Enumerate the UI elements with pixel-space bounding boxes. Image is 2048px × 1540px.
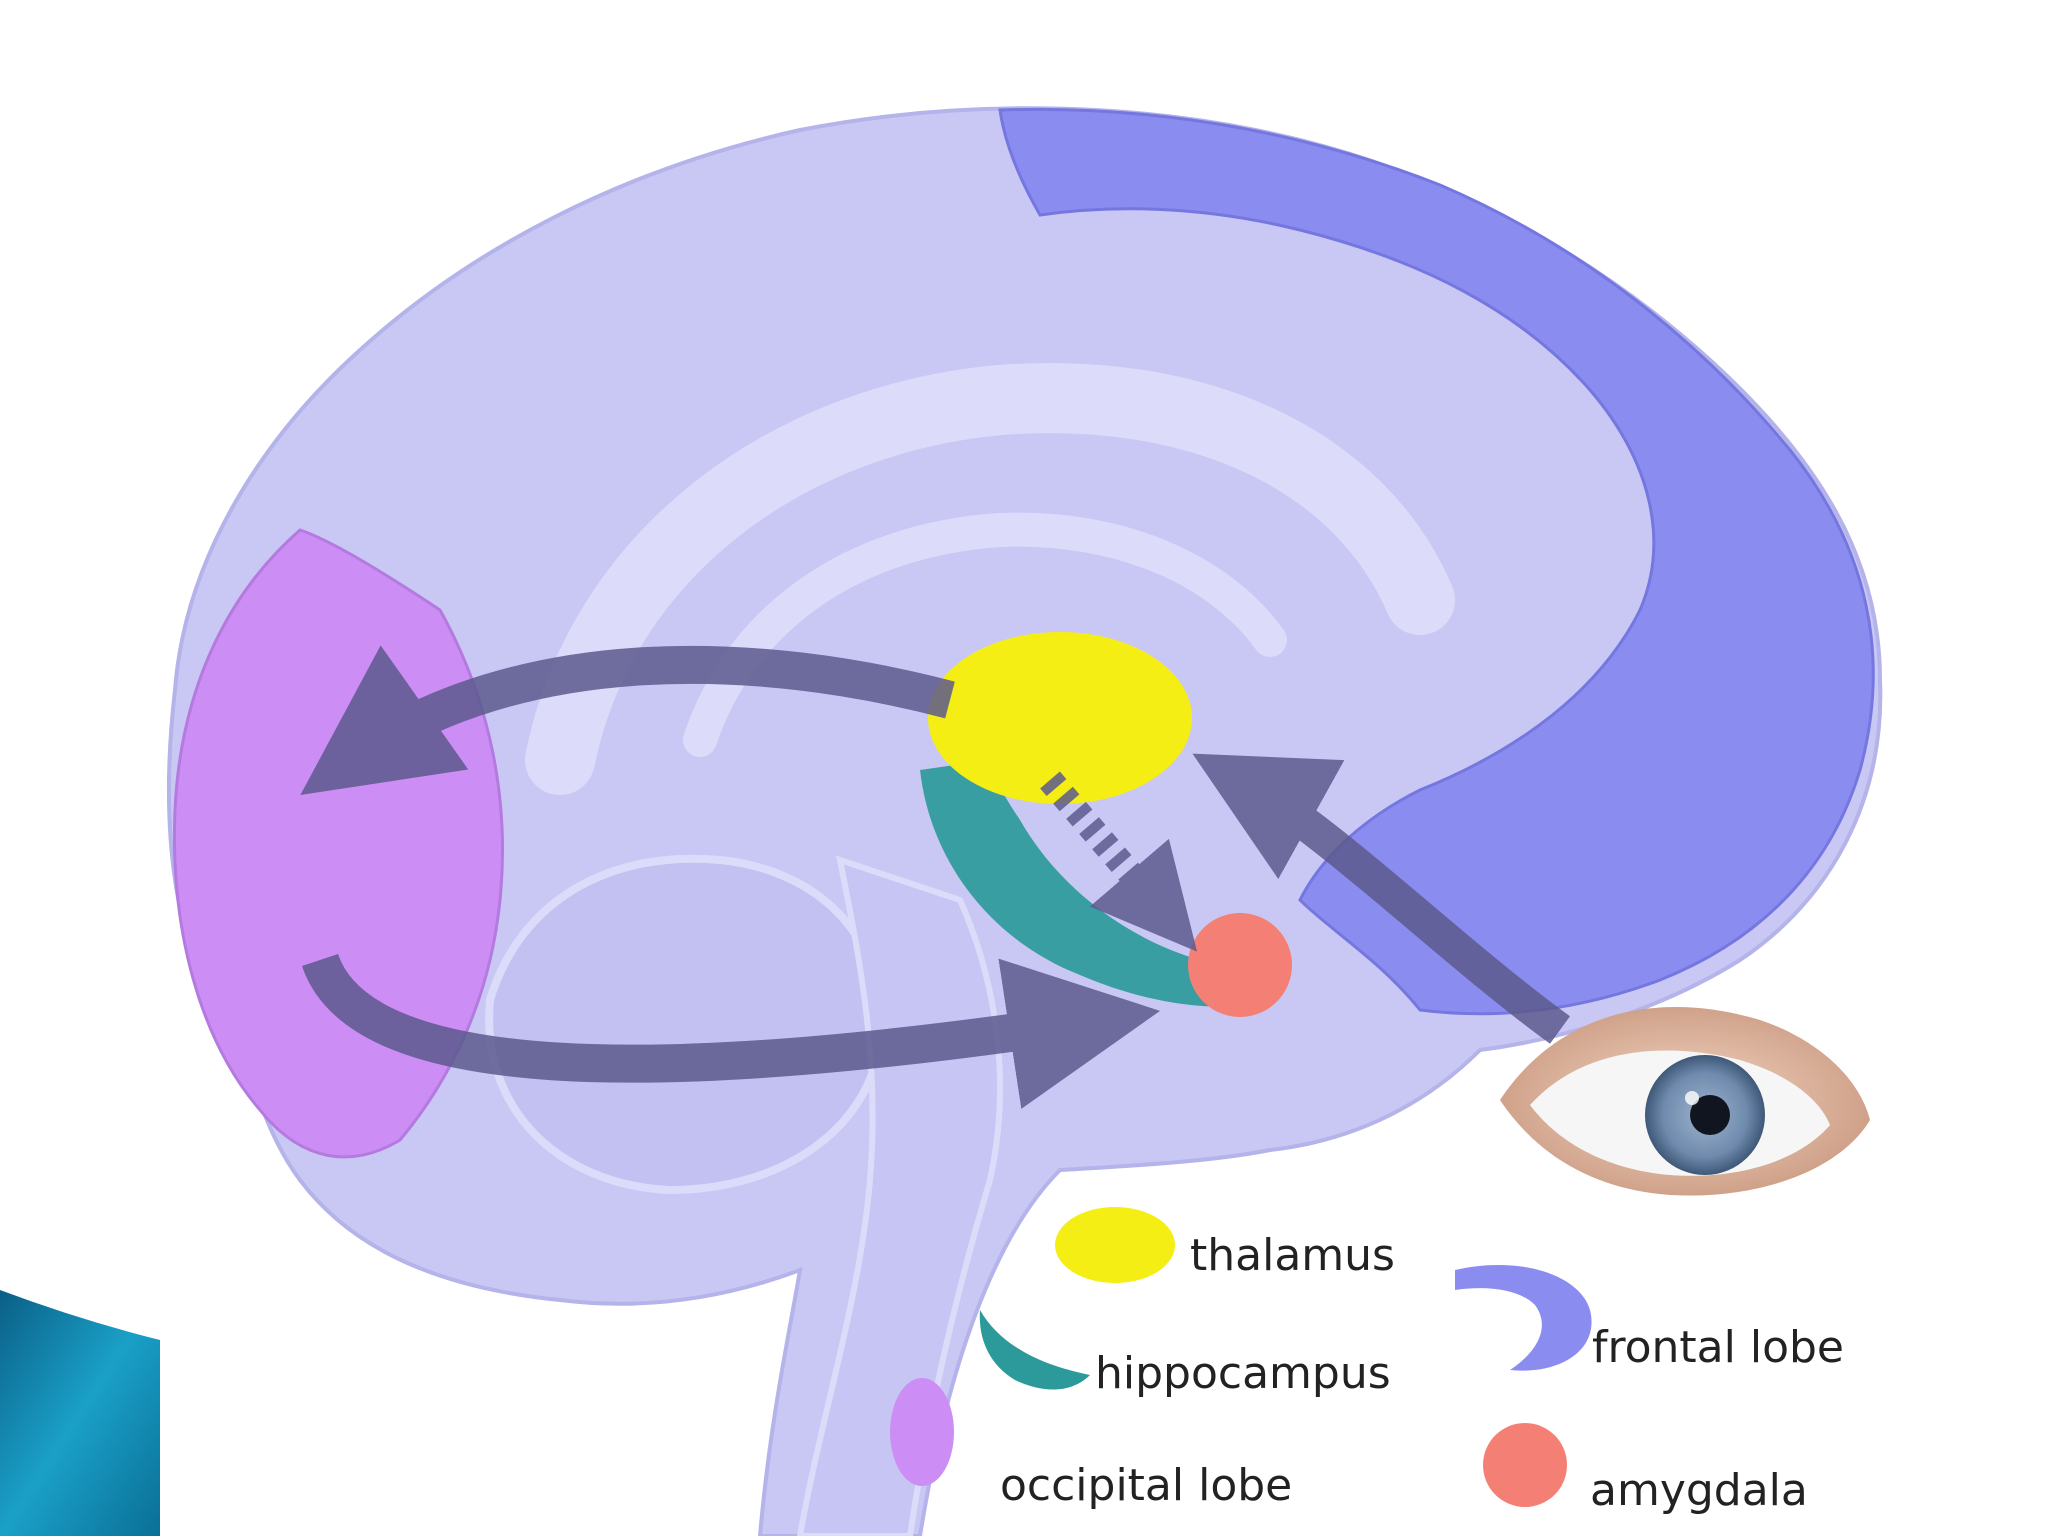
amygdala-structure (1188, 913, 1292, 1017)
arrow-eye-to-thalamus (1192, 753, 1571, 1044)
corpus-callosum-fold (525, 363, 1455, 795)
pathway-arrows (300, 645, 1571, 1109)
thalamus-structure (928, 632, 1192, 804)
brain (166, 106, 1883, 1539)
legend-amygdala-swatch (1483, 1423, 1567, 1507)
hippocampus-structure (920, 760, 1250, 1007)
legend-thalamus-swatch (1055, 1207, 1175, 1283)
inner-fold (683, 512, 1287, 757)
legend-frontal-lobe-swatch (1455, 1264, 1592, 1371)
legend-amygdala-label: amygdala (1590, 1465, 1808, 1516)
cerebellum (485, 854, 885, 1195)
legend-frontal-lobe-label: frontal lobe (1592, 1322, 1844, 1373)
legend-occipital-lobe-swatch (890, 1378, 954, 1486)
legend-hippocampus-label: hippocampus (1095, 1348, 1391, 1399)
frontal-lobe-region (998, 107, 1875, 1016)
legend-occipital-lobe-label: occipital lobe (1000, 1460, 1292, 1511)
slide-accent-shape (0, 1290, 160, 1536)
legend-thalamus-label: thalamus (1190, 1230, 1395, 1281)
legend-hippocampus-swatch (979, 1310, 1090, 1390)
eye-icon (1500, 1006, 1870, 1196)
legend: thalamus hippocampus frontal lobe occipi… (890, 1207, 1844, 1516)
arrow-occipital-to-amygdala (301, 953, 1161, 1109)
arrow-thalamus-to-occipital (300, 645, 955, 796)
